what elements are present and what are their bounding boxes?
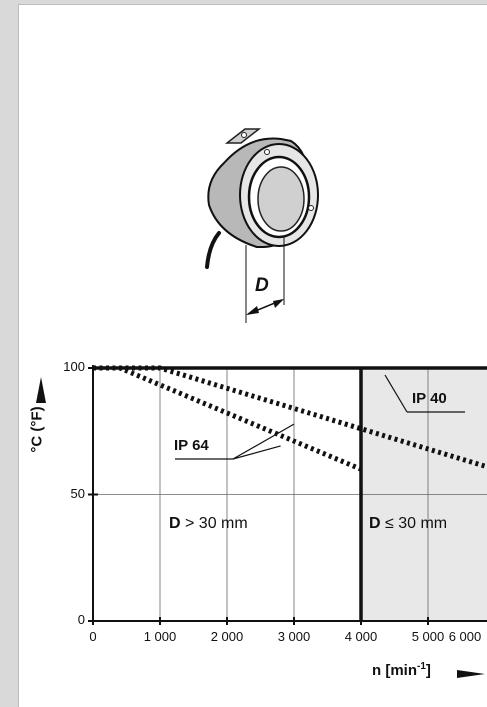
y-tick-label-0: 0 — [77, 612, 85, 627]
x-axis-label-main: n [min — [372, 662, 417, 679]
region-left-symbol: D — [169, 515, 181, 532]
region-label-right: D ≤ 30 mm — [369, 515, 447, 533]
y-tick-label-2: 100 — [63, 359, 85, 374]
x-tick-label-1: 1 000 — [143, 629, 177, 644]
x-tick-label-5: 5 000 — [411, 629, 445, 644]
y-axis-label: °C (°F) — [28, 406, 46, 453]
region-label-left: D > 30 mm — [169, 515, 248, 533]
x-axis-arrow-icon — [457, 670, 485, 678]
x-axis-label: n [min-1] — [372, 661, 431, 679]
ip40-leader — [384, 374, 408, 413]
encoder-bore-inner — [257, 166, 305, 232]
y-axis-arrow-icon — [36, 377, 46, 403]
chart-svg — [36, 365, 487, 678]
dimension-arrowhead-left — [246, 306, 259, 315]
y-tick-label-1: 50 — [70, 485, 85, 501]
x-tick-label-3: 3 000 — [277, 629, 311, 644]
x-tick-label-0: 0 — [89, 629, 97, 644]
region-right-symbol: D — [369, 515, 381, 532]
encoder-cable — [205, 231, 221, 269]
legend-ip64: IP 64 — [174, 437, 209, 454]
x-axis-label-tail: ] — [425, 662, 431, 679]
encoder-mounting-hole — [241, 132, 247, 138]
ip64-leader-b — [232, 423, 295, 460]
x-tick-label-4: 4 000 — [344, 629, 378, 644]
dimension-label: D — [255, 275, 269, 296]
page: D °C (°F) n [min-1] IP 64 IP 40 D > 30 m… — [18, 4, 487, 707]
legend-ip40: IP 40 — [412, 390, 447, 407]
x-tick-label-2: 2 000 — [210, 629, 244, 644]
encoder-screw-right — [308, 205, 314, 211]
ip64-leader-a — [232, 445, 281, 460]
x-tick-label-6: 6 000 — [448, 629, 482, 644]
encoder-illustration — [205, 128, 319, 323]
region-right-text: ≤ 30 mm — [380, 515, 448, 532]
x-axis-label-exponent: -1 — [417, 661, 426, 672]
region-left-text: > 30 mm — [180, 515, 248, 532]
dimension-arrowhead-right — [273, 299, 284, 308]
series-line-1 — [93, 365, 487, 470]
encoder-screw-top — [264, 149, 270, 155]
